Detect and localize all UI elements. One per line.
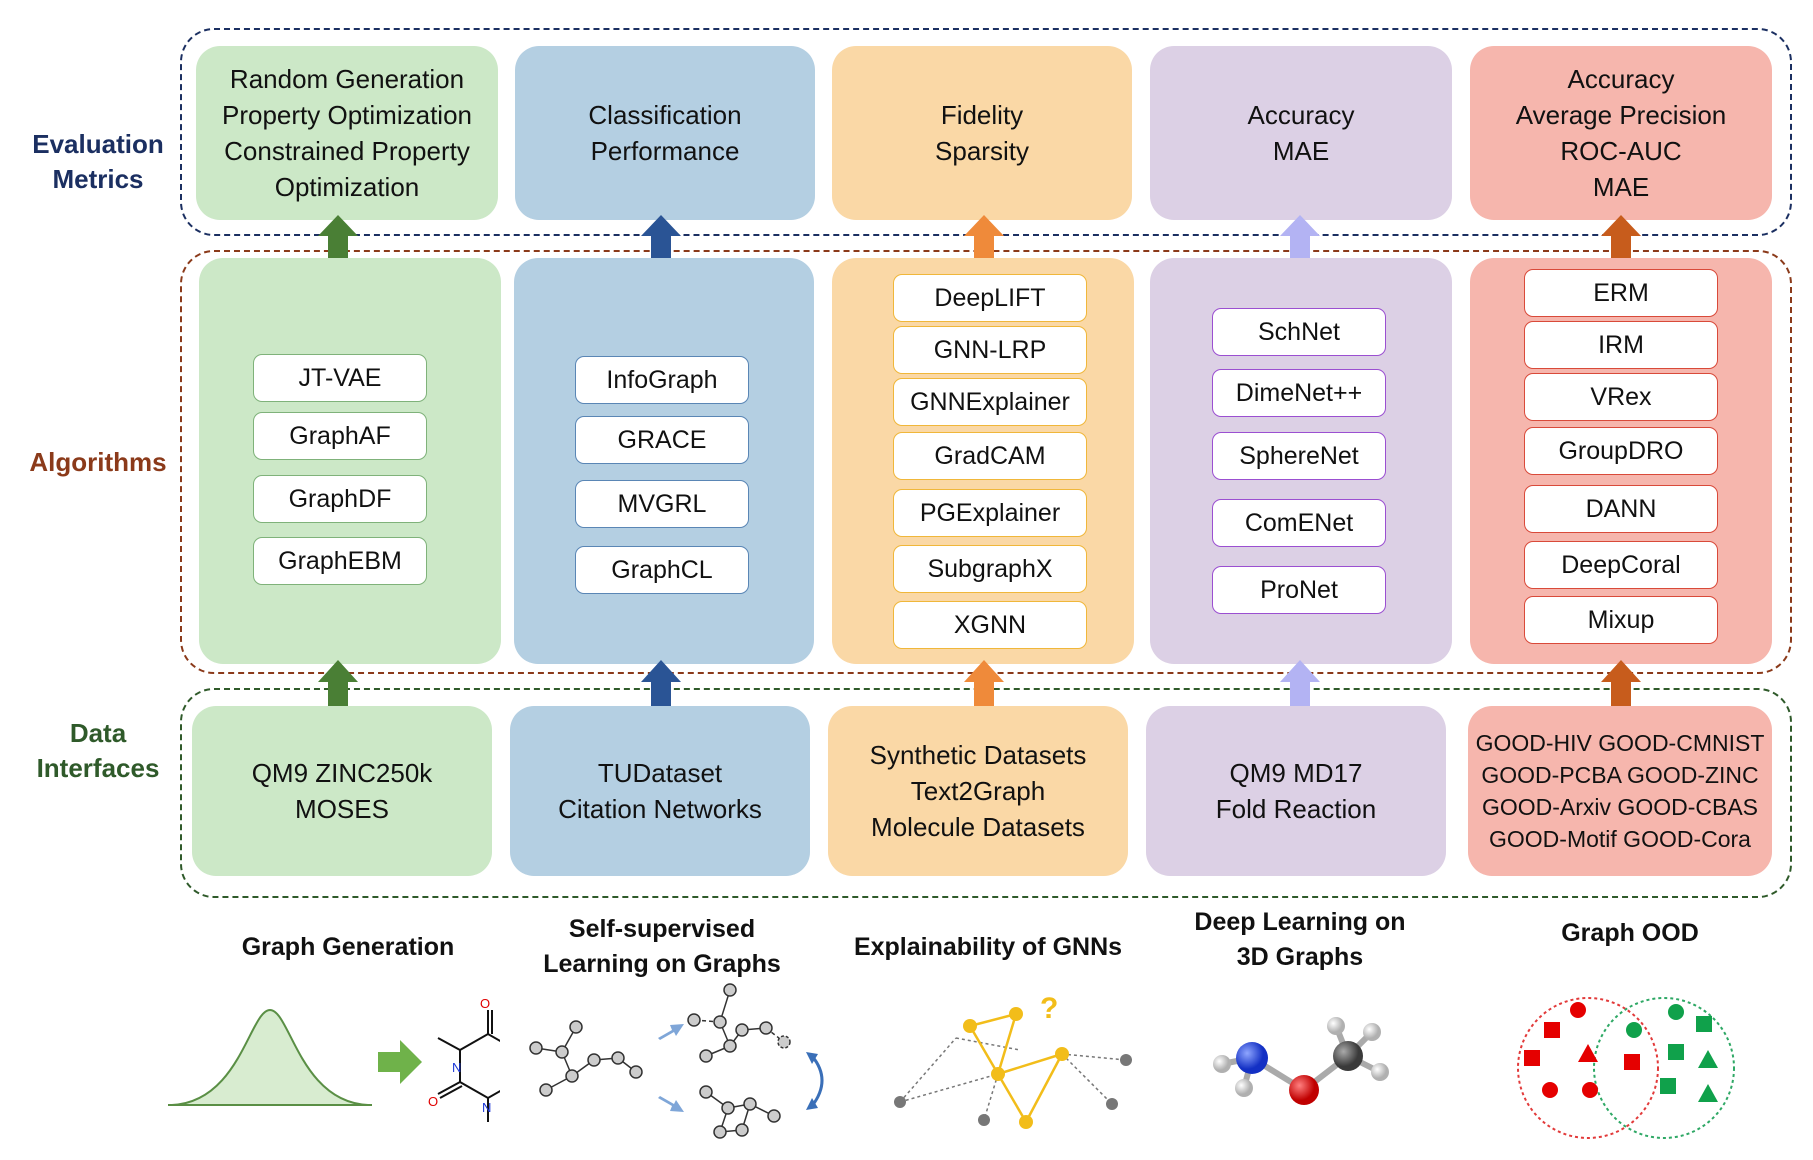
graph-generation-metrics: Random Generation Property Optimization … xyxy=(196,46,498,220)
up-arrow-icon xyxy=(641,215,681,258)
arrows-layer xyxy=(318,215,1641,706)
graph-generation-illustration: O N N O N N xyxy=(168,996,500,1122)
source-domain-circle xyxy=(1517,997,1659,1139)
algo-gnn-lrp: GNN-LRP xyxy=(893,326,1087,374)
algo-erm: ERM xyxy=(1524,269,1718,317)
explainability-data: Synthetic Datasets Text2Graph Molecule D… xyxy=(828,706,1128,876)
title-explainability: Explainability of GNNs xyxy=(853,933,1123,961)
algo-dimenet: DimeNet++ xyxy=(1212,369,1386,417)
up-arrow-icon xyxy=(1601,660,1641,706)
augment-arrow-icon xyxy=(658,1096,684,1112)
gaussian-curve-icon xyxy=(171,1008,369,1106)
atom-label: N xyxy=(482,1100,491,1115)
3d-graphs-metrics: Accuracy MAE xyxy=(1150,46,1452,220)
algo-graphaf: GraphAF xyxy=(253,412,427,460)
atom-label: N xyxy=(452,1060,461,1075)
caffeine-molecule-icon xyxy=(437,1010,500,1122)
algo-dann: DANN xyxy=(1524,485,1718,533)
up-arrow-icon xyxy=(318,215,358,258)
algo-mixup: Mixup xyxy=(1524,596,1718,644)
graph-generation-data: QM9 ZINC250k MOSES xyxy=(192,706,492,876)
up-arrow-icon xyxy=(1280,215,1320,258)
contrast-curve-icon xyxy=(810,1055,824,1107)
algo-vrex: VRex xyxy=(1524,373,1718,421)
algo-mvgrl: MVGRL xyxy=(575,480,749,528)
algo-gradcam: GradCAM xyxy=(893,432,1087,480)
algo-grace: GRACE xyxy=(575,416,749,464)
atom-label: O xyxy=(480,996,490,1011)
ssl-data: TUDataset Citation Networks xyxy=(510,706,810,876)
algo-schnet: SchNet xyxy=(1212,308,1386,356)
algo-spherenet: SphereNet xyxy=(1212,432,1386,480)
ssl-illustration xyxy=(529,983,824,1139)
algo-subgraphx: SubgraphX xyxy=(893,545,1087,593)
algo-irm: IRM xyxy=(1524,321,1718,369)
right-arrow-icon xyxy=(378,1040,422,1084)
title-self-supervised: Self-supervised Learning on Graphs xyxy=(543,915,781,978)
algo-pronet: ProNet xyxy=(1212,566,1386,614)
algo-groupdro: GroupDRO xyxy=(1524,427,1718,475)
algo-infograph: InfoGraph xyxy=(575,356,749,404)
algo-deeplift: DeepLIFT xyxy=(893,274,1087,322)
up-arrow-icon xyxy=(1280,660,1320,706)
algo-pgexplainer: PGExplainer xyxy=(893,489,1087,537)
up-arrow-icon xyxy=(1601,215,1641,258)
ssl-metrics: Classification Performance xyxy=(515,46,815,220)
title-3d-graphs: Deep Learning on 3D Graphs xyxy=(1194,908,1406,971)
target-domain-circle xyxy=(1593,997,1735,1139)
algorithms-label: Algorithms xyxy=(29,447,167,477)
explainability-illustration: ? xyxy=(894,992,1132,1129)
evaluation-metrics-label: Evaluation Metrics xyxy=(32,129,164,194)
algo-graphcl: GraphCL xyxy=(575,546,749,594)
graph-generation-algorithms xyxy=(199,258,501,664)
up-arrow-icon xyxy=(641,660,681,706)
graph-ood-illustration xyxy=(1517,997,1735,1139)
up-arrow-icon xyxy=(318,660,358,706)
explainability-metrics: Fidelity Sparsity xyxy=(832,46,1132,220)
title-graph-ood: Graph OOD xyxy=(1561,919,1699,947)
title-graph-generation: Graph Generation xyxy=(241,933,455,961)
atom-label: O xyxy=(428,1094,438,1109)
question-mark-icon: ? xyxy=(1040,992,1058,1025)
up-arrow-icon xyxy=(964,660,1004,706)
3d-graphs-data: QM9 MD17 Fold Reaction xyxy=(1146,706,1446,876)
algo-graphdf: GraphDF xyxy=(253,475,427,523)
algo-xgnn: XGNN xyxy=(893,601,1087,649)
graph-ood-metrics: Accuracy Average Precision ROC-AUC MAE xyxy=(1470,46,1772,220)
augment-arrow-icon xyxy=(658,1024,684,1040)
graph-ood-data: GOOD-HIV GOOD-CMNIST GOOD-PCBA GOOD-ZINC… xyxy=(1468,706,1772,876)
up-arrow-icon xyxy=(964,215,1004,258)
algo-deepcoral: DeepCoral xyxy=(1524,541,1718,589)
algo-graphebm: GraphEBM xyxy=(253,537,427,585)
3d-molecule-illustration xyxy=(1213,1017,1389,1105)
algo-jt-vae: JT-VAE xyxy=(253,354,427,402)
data-interfaces-label: Data Interfaces xyxy=(36,718,160,783)
algo-gnnexplainer: GNNExplainer xyxy=(893,378,1087,426)
algo-comenet: ComENet xyxy=(1212,499,1386,547)
